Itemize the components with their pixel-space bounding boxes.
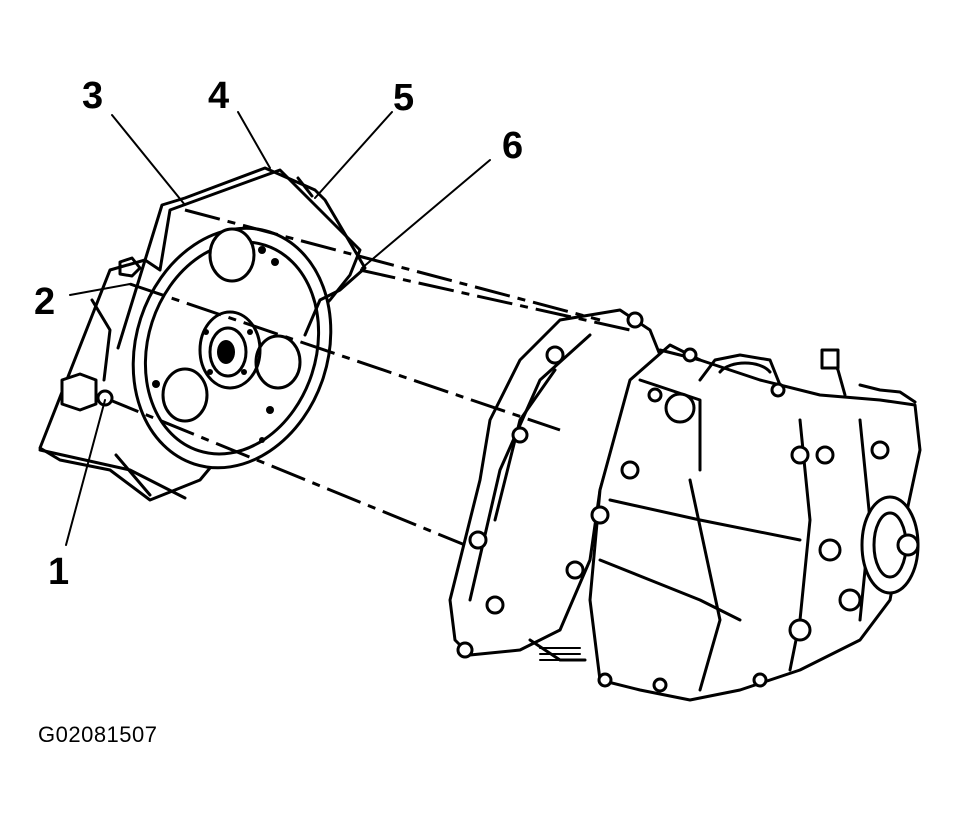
callout-labels: 1 2 3 4 5 6 <box>34 75 523 593</box>
figure-id: G02081507 <box>38 722 158 747</box>
callout-2: 2 <box>34 281 55 323</box>
locating-dowel-icon <box>96 389 114 407</box>
callout-3: 3 <box>82 75 103 117</box>
callout-6: 6 <box>502 125 523 167</box>
leader-lines <box>65 111 491 546</box>
bolt-icon <box>456 311 890 693</box>
transaxle-drawing <box>448 308 922 702</box>
callout-1: 1 <box>48 551 69 593</box>
bellhousing-plate-outline <box>116 166 367 350</box>
callout-5: 5 <box>393 77 414 119</box>
alignment-lines <box>104 208 631 547</box>
callout-4: 4 <box>208 75 229 117</box>
